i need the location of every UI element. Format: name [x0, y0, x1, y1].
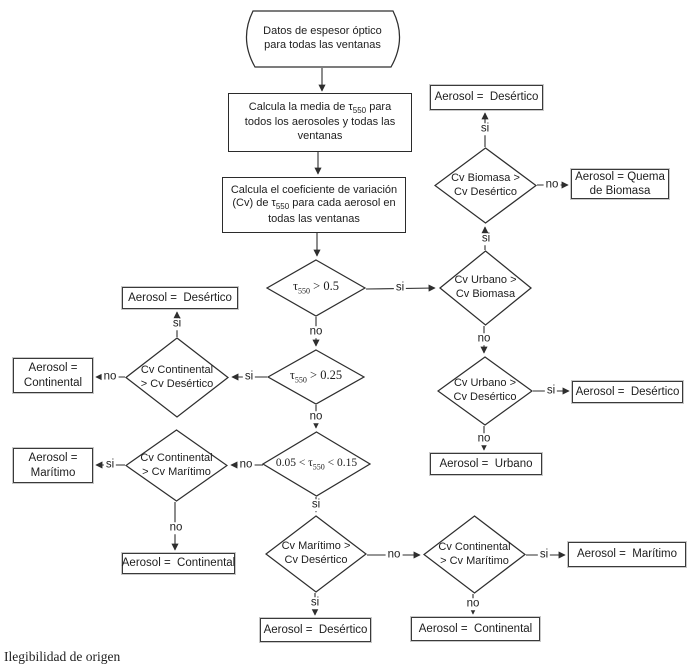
- edge-label-no: no: [543, 178, 561, 191]
- diamond-shape: [423, 515, 526, 594]
- decision-cv-urbano-gt-cv-desertico: Cv Urbano >Cv Desértico: [437, 356, 533, 426]
- edge-label-si: si: [478, 122, 492, 135]
- result-label: Aerosol =Continental: [23, 362, 83, 389]
- decision-cv-continental-gt-cv-maritimo-left: Cv Continental> Cv Marítimo: [125, 429, 228, 502]
- result-aerosol-desertico-top-right: Aerosol = Desértico: [430, 85, 543, 110]
- start-data-node: Datos de espesor óptico para todas las v…: [237, 10, 408, 68]
- decision-tau550-gt-0-5: τ550 > 0.5: [266, 259, 366, 317]
- process-calc-media: Calcula la media de τ550 para todos los …: [228, 93, 412, 152]
- decision-cv-continental-gt-cv-desertico-label: Cv Continental> Cv Desértico: [140, 363, 214, 390]
- decision-cv-maritimo-gt-cv-desertico-label: Cv Marítimo >Cv Desértico: [281, 540, 351, 566]
- process-calc-media-label: Calcula la media de τ550 para todos los …: [244, 101, 396, 143]
- diamond-shape: [267, 349, 365, 405]
- edge-label-si: si: [309, 498, 323, 511]
- edge-label-no: no: [475, 432, 493, 445]
- decision-tau550-gt-0-25-label: τ550 > 0.25: [289, 368, 343, 385]
- result-aerosol-urbano: Aerosol = Urbano: [430, 453, 542, 475]
- decision-cv-continental-gt-cv-desertico: Cv Continental> Cv Desértico: [125, 337, 229, 418]
- process-calc-cv-label: Calcula el coeficiente de variación (Cv)…: [230, 183, 398, 225]
- edge-label-si: si: [308, 596, 322, 609]
- diamond-shape: [125, 429, 228, 502]
- result-aerosol-desertico-bottom: Aerosol = Desértico: [260, 618, 371, 642]
- decision-tau550-between-0-05-and-0-15: 0.05 < τ550 < 0.15: [262, 431, 371, 497]
- decision-cv-continental-gt-cv-maritimo-left-label: Cv Continental> Cv Marítimo: [140, 451, 213, 478]
- diamond-shape: [439, 250, 532, 326]
- result-aerosol-continental-left-bottom: Aerosol = Continental: [122, 553, 235, 574]
- result-aerosol-desertico-left-top: Aerosol = Desértico: [122, 287, 238, 309]
- edge-label-si: si: [242, 370, 256, 383]
- diamond-shape: [262, 431, 371, 497]
- result-aerosol-continental-bottom: Aerosol = Continental: [411, 617, 540, 641]
- diamond-shape: [434, 147, 537, 224]
- result-aerosol-desertico-right: Aerosol = Desértico: [572, 381, 683, 403]
- edge-label-no: no: [385, 548, 403, 561]
- diamond-shape: [265, 515, 367, 593]
- edge-label-si: si: [103, 458, 117, 471]
- result-aerosol-maritimo-right: Aerosol = Marítimo: [568, 542, 686, 567]
- edge-label-no: no: [237, 458, 255, 471]
- edge-label-no: no: [307, 325, 325, 338]
- decision-cv-continental-gt-cv-maritimo-right-label: Cv Continental> Cv Marítimo: [438, 540, 511, 567]
- edge-label-no: no: [475, 332, 493, 345]
- decision-tau550-gt-0-5-label: τ550 > 0.5: [293, 279, 339, 296]
- figure-caption: Ilegibilidad de origen: [4, 649, 121, 664]
- process-calc-cv: Calcula el coeficiente de variación (Cv)…: [222, 177, 406, 233]
- edge-label-no: no: [307, 410, 325, 423]
- edge-label-no: no: [167, 521, 185, 534]
- decision-cv-biomasa-gt-cv-desertico: Cv Biomasa >Cv Desértico: [434, 147, 537, 224]
- edge-label-si: si: [537, 548, 551, 561]
- diamond-shape: [437, 356, 533, 426]
- edge-label-si: si: [544, 384, 558, 397]
- decision-cv-urbano-gt-cv-biomasa-label: Cv Urbano >Cv Biomasa: [454, 274, 517, 300]
- edge-label-si: si: [393, 281, 407, 294]
- decision-cv-continental-gt-cv-maritimo-right: Cv Continental> Cv Marítimo: [423, 515, 526, 594]
- edge-label-no: no: [464, 597, 482, 610]
- result-label: Aerosol =Marítimo: [28, 452, 78, 479]
- decision-cv-urbano-gt-cv-desertico-label: Cv Urbano >Cv Desértico: [453, 377, 517, 403]
- diamond-shape: [266, 259, 366, 317]
- edge-label-si: si: [170, 317, 184, 330]
- stored-data-shape: [245, 10, 401, 68]
- edge-label-si: si: [479, 232, 493, 245]
- decision-cv-urbano-gt-cv-biomasa: Cv Urbano >Cv Biomasa: [439, 250, 532, 326]
- decision-tau550-gt-0-25: τ550 > 0.25: [267, 349, 365, 405]
- diamond-shape: [125, 337, 229, 418]
- start-label: Datos de espesor óptico para todas las v…: [263, 25, 382, 51]
- decision-cv-biomasa-gt-cv-desertico-label: Cv Biomasa >Cv Desértico: [451, 171, 520, 198]
- result-aerosol-continental-left: Aerosol =Continental: [13, 358, 93, 393]
- edge-label-no: no: [101, 370, 119, 383]
- decision-tau550-between-label: 0.05 < τ550 < 0.15: [275, 456, 358, 472]
- decision-cv-maritimo-gt-cv-desertico: Cv Marítimo >Cv Desértico: [265, 515, 367, 593]
- result-aerosol-maritimo-left: Aerosol =Marítimo: [13, 448, 93, 483]
